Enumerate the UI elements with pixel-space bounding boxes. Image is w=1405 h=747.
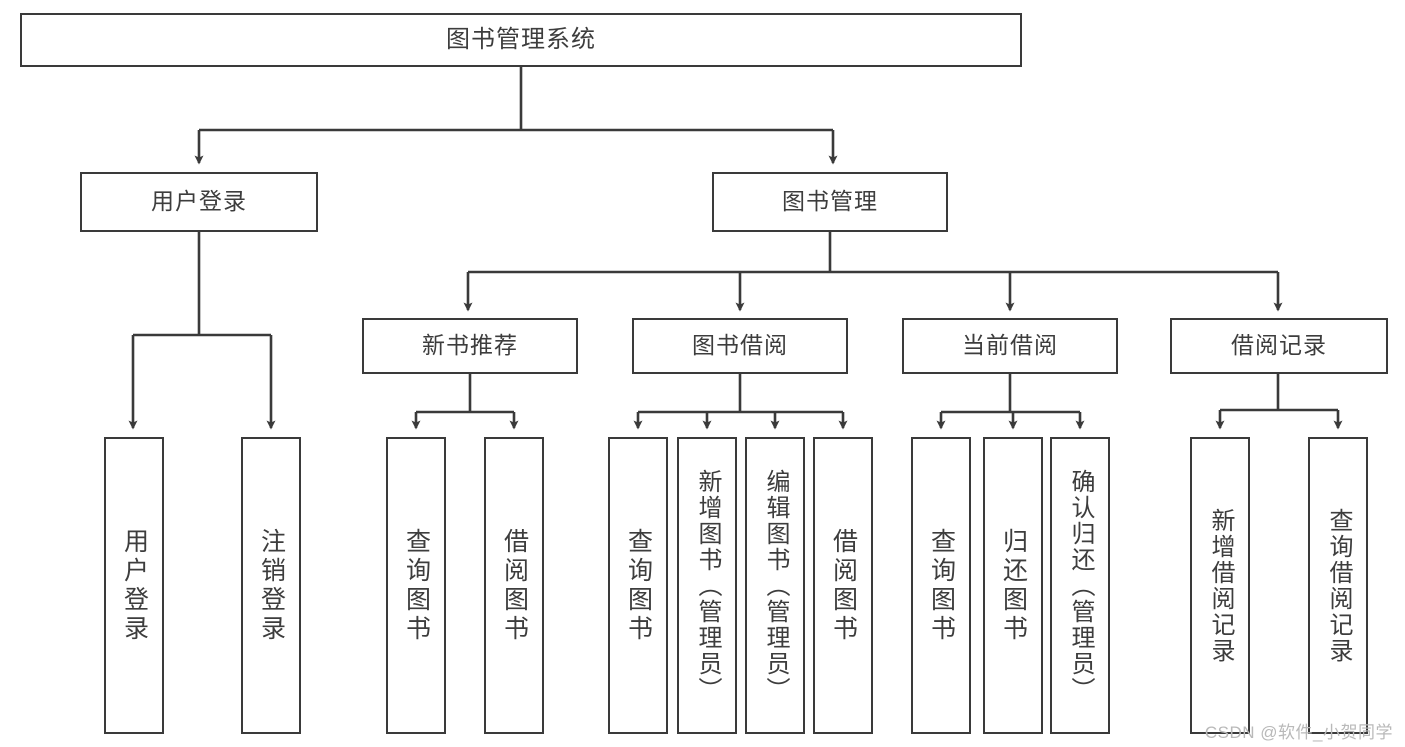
watermark: CSDN @软件_小贺同学	[1204, 723, 1393, 742]
node-leaf-query-book-current[interactable]: 查询图书	[911, 437, 971, 734]
node-leaf-edit-book-admin[interactable]: 编辑图书（管理员）	[745, 437, 805, 734]
node-leaf-logout[interactable]: 注销登录	[241, 437, 301, 734]
node-leaf-query-borrow-record[interactable]: 查询借阅记录	[1308, 437, 1368, 734]
node-leaf-query-book-newbook[interactable]: 查询图书	[386, 437, 446, 734]
node-root[interactable]: 图书管理系统	[20, 13, 1022, 67]
node-leaf-add-book-admin[interactable]: 新增图书（管理员）	[677, 437, 737, 734]
node-leaf-borrow-book-newbook[interactable]: 借阅图书	[484, 437, 544, 734]
node-level3-current-borrow[interactable]: 当前借阅	[902, 318, 1118, 374]
node-leaf-borrow-book[interactable]: 借阅图书	[813, 437, 873, 734]
node-leaf-add-borrow-record[interactable]: 新增借阅记录	[1190, 437, 1250, 734]
node-level2-user-login[interactable]: 用户登录	[80, 172, 318, 232]
node-leaf-return-book[interactable]: 归还图书	[983, 437, 1043, 734]
node-leaf-confirm-return-admin[interactable]: 确认归还（管理员）	[1050, 437, 1110, 734]
node-level3-new-book-recommend[interactable]: 新书推荐	[362, 318, 578, 374]
node-level3-borrow-record[interactable]: 借阅记录	[1170, 318, 1388, 374]
node-level3-book-borrow[interactable]: 图书借阅	[632, 318, 848, 374]
node-leaf-query-book-borrow[interactable]: 查询图书	[608, 437, 668, 734]
node-leaf-user-login[interactable]: 用户登录	[104, 437, 164, 734]
node-level2-book-management[interactable]: 图书管理	[712, 172, 948, 232]
